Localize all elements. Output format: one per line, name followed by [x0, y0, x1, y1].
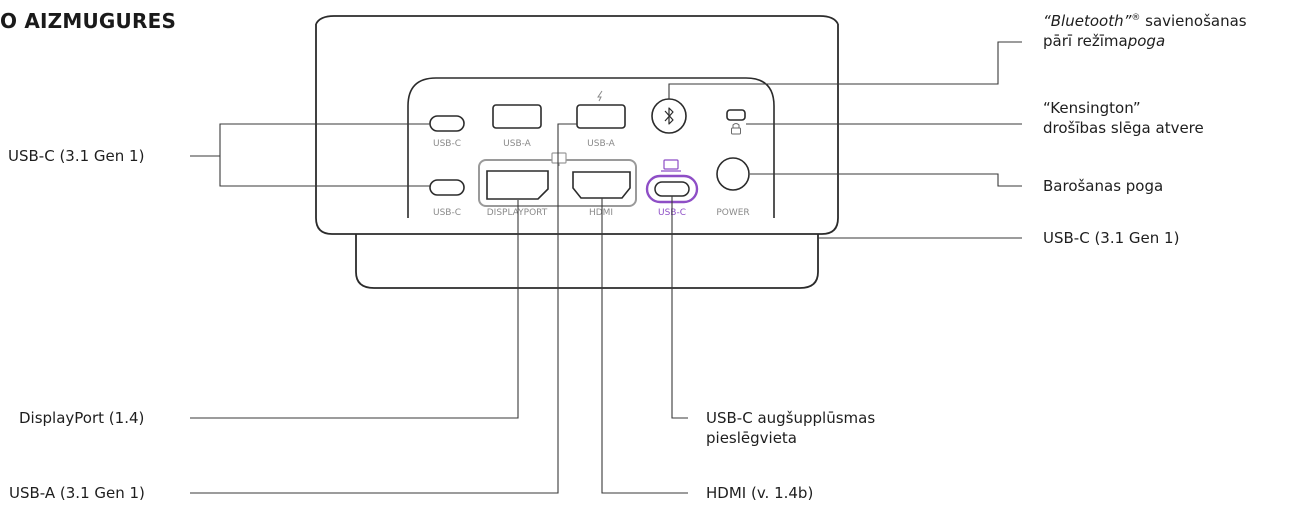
dock-body	[315, 15, 839, 289]
port-label-power: POWER	[716, 208, 749, 218]
callout-kensington: “Kensington” drošības slēga atvere	[1043, 98, 1204, 138]
leader-power	[750, 173, 1022, 187]
port-label-hdmi: HDMI	[589, 208, 613, 218]
callout-usbc-upstream: USB-C augšupplūsmas pieslēgvieta	[706, 408, 875, 448]
leader-usbc-left	[190, 123, 430, 187]
callout-usba: USB-A (3.1 Gen 1)	[9, 484, 145, 502]
port-label-usba-2: USB-A	[587, 139, 616, 149]
registered-mark: ®	[1131, 13, 1141, 23]
monitor-icon	[551, 152, 567, 166]
page-heading: O AIZMUGURES	[0, 9, 177, 33]
usba-port-2	[576, 104, 626, 129]
usbc-port-top	[429, 115, 465, 132]
usbc-upstream-port	[654, 181, 690, 197]
leader-hdmi	[601, 198, 688, 494]
callout-power-button: Barošanas poga	[1043, 177, 1164, 195]
hdmi-port	[572, 171, 631, 199]
callout-usbc-upstream-line2: pieslēgvieta	[706, 429, 797, 447]
callout-usbc-left: USB-C (3.1 Gen 1)	[8, 147, 145, 165]
port-label-usba-1: USB-A	[503, 139, 532, 149]
lightning-icon	[597, 90, 603, 102]
dock-top-edge	[315, 15, 839, 25]
dock-main-outline	[315, 24, 839, 235]
bluetooth-line2-a: pārī režīma	[1043, 32, 1128, 50]
port-label-usbc-bottom: USB-C	[433, 208, 461, 218]
displayport-port	[486, 170, 549, 200]
power-button	[716, 157, 750, 191]
leader-bluetooth	[668, 41, 1022, 99]
dock-base-outline	[355, 234, 819, 289]
callout-kensington-line2: drošības slēga atvere	[1043, 119, 1204, 137]
leader-displayport	[190, 200, 519, 419]
usbc-port-bottom	[429, 179, 465, 196]
bluetooth-rest: savienošanas	[1140, 12, 1247, 30]
callout-bluetooth-line1: “Bluetooth”® savienošanas	[1043, 11, 1247, 31]
bluetooth-icon	[664, 107, 674, 125]
bluetooth-line2-b: poga	[1127, 32, 1166, 50]
port-label-usbc-top: USB-C	[433, 139, 461, 149]
usba-port-1	[492, 104, 542, 129]
callout-kensington-line1: “Kensington”	[1043, 99, 1141, 117]
callout-usbc-upstream-line1: USB-C augšupplūsmas	[706, 409, 876, 427]
bluetooth-brand: “Bluetooth”	[1043, 12, 1132, 30]
leader-usba	[190, 123, 577, 494]
callout-usbc-right: USB-C (3.1 Gen 1)	[1043, 229, 1180, 247]
callout-bluetooth: “Bluetooth”® savienošanas pārī režīmapog…	[1043, 11, 1247, 51]
leader-usbc-upstream	[671, 196, 688, 419]
port-label-displayport: DISPLAYPORT	[487, 208, 548, 218]
port-panel	[407, 77, 775, 218]
lock-icon	[731, 123, 741, 135]
callout-displayport: DisplayPort (1.4)	[19, 409, 145, 427]
callout-hdmi: HDMI (v. 1.4b)	[706, 484, 814, 502]
laptop-icon	[661, 159, 681, 172]
callout-bluetooth-line2: pārī režīmapoga	[1043, 31, 1247, 51]
kensington-slot	[726, 109, 746, 121]
